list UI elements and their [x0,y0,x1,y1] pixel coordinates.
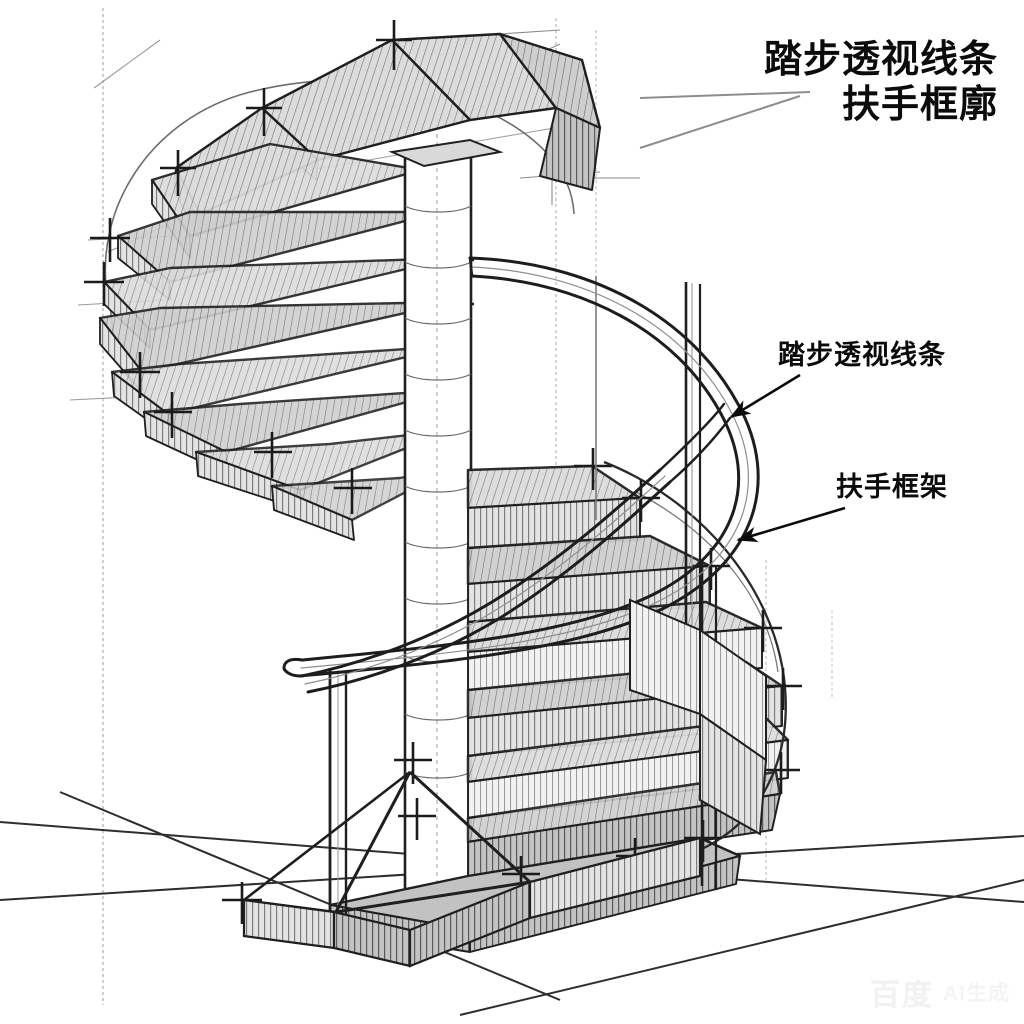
arrow-tread-perspective [729,373,801,419]
label-handrail-frame: 扶手框架 [836,472,948,502]
title-leader-lines [639,91,811,149]
lower-right-railing-infill [629,598,768,836]
label-tread-perspective-lines: 踏步透视线条 [778,340,946,370]
base-skirting [242,836,702,968]
handrail [282,256,760,678]
annotation-arrows [729,373,846,542]
handrail-lower-sweep [300,402,732,694]
arrow-handrail-frame [736,506,846,542]
base-support-frame [243,770,532,914]
title-block: 踏步透视线条 扶手框廓 [764,38,998,128]
title-line-2: 扶手框廓 [841,83,998,126]
title-line-1: 踏步透视线条 [763,39,998,81]
upper-flight-treads [98,32,602,541]
